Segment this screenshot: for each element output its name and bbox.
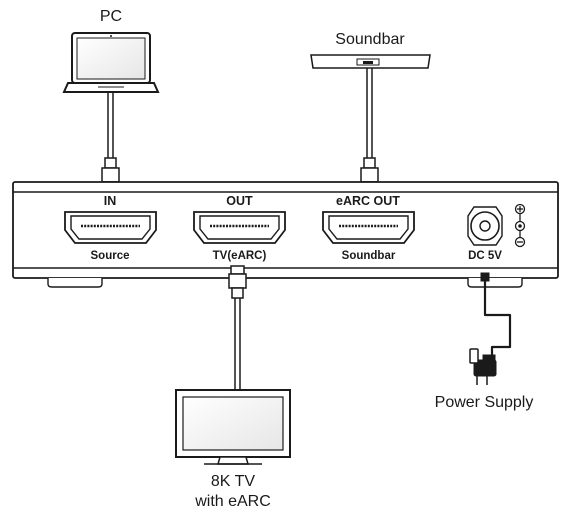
tv-icon: [175, 389, 291, 465]
port-out-sub-label: TV(eARC): [212, 250, 267, 262]
port-out-label: OUT: [226, 194, 253, 208]
tv-hdmi-cable: [228, 265, 247, 390]
soundbar-label: Soundbar: [335, 31, 405, 48]
pc-hdmi-cable: [101, 92, 120, 191]
power-supply-label: Power Supply: [434, 394, 534, 411]
polarity-icon: [514, 203, 526, 248]
port-in-sub-label: Source: [90, 250, 130, 262]
soundbar-hdmi-cable: [360, 68, 379, 191]
dc-label: DC 5V: [468, 250, 502, 262]
port-in-label: IN: [103, 194, 117, 208]
hdmi-port-out: [193, 211, 286, 244]
power-cable: [480, 272, 512, 358]
dc-jack: [467, 206, 503, 246]
power-adapter-icon: [469, 348, 497, 385]
hdmi-port-in: [64, 211, 157, 244]
port-earc-sub-label: Soundbar: [341, 250, 396, 262]
soundbar-icon: [310, 54, 431, 69]
port-earc-label: eARC OUT: [336, 194, 400, 208]
laptop-icon: [62, 32, 160, 93]
hdmi-port-earc-out: [322, 211, 415, 244]
tv-label-line1: 8K TV: [210, 473, 256, 490]
pc-label: PC: [99, 8, 123, 25]
tv-label-line2: with eARC: [195, 493, 271, 510]
